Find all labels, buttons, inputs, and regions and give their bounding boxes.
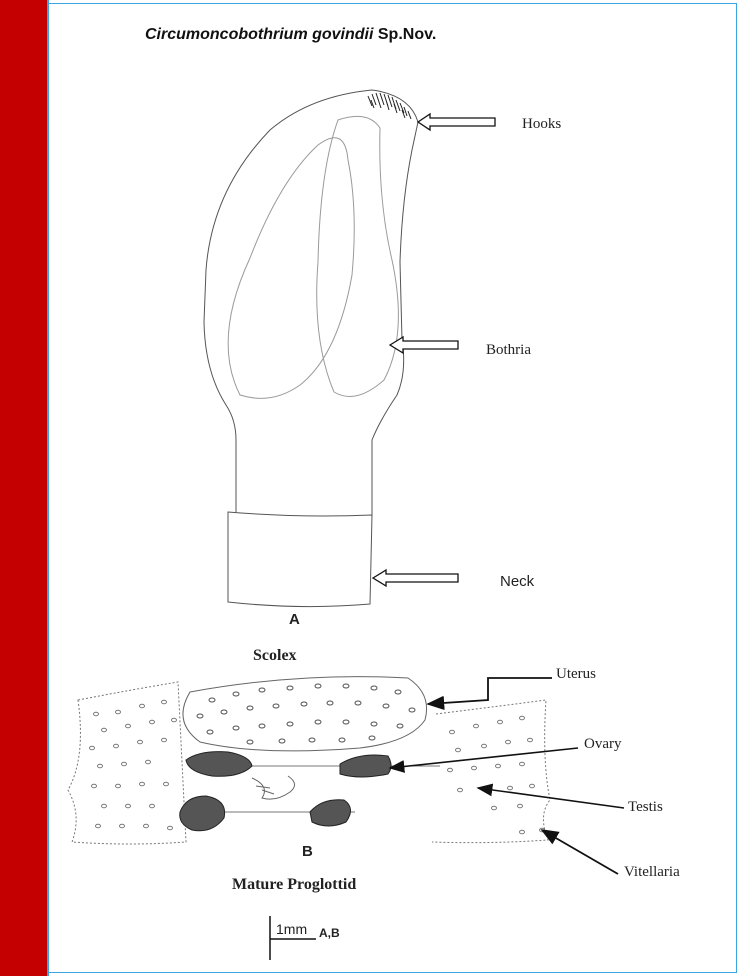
vitellaria-pointer [542, 830, 618, 874]
ovary-lobe-top-left [186, 752, 252, 777]
genital-center [252, 776, 295, 799]
neck-segment [228, 512, 372, 607]
bothria-arrow [390, 337, 458, 353]
label-bothria: Bothria [486, 342, 531, 359]
label-ovary: Ovary [584, 736, 622, 753]
ovary-lobe-bottom-right [310, 800, 351, 826]
scolex-drawing [204, 90, 418, 607]
hooks-cluster [368, 93, 411, 119]
ovary-pointer [390, 748, 578, 768]
panel-b-letter: B [302, 843, 313, 860]
scale-bar-panels: A,B [319, 926, 340, 940]
panel-a-letter: A [289, 611, 300, 628]
label-neck: Neck [500, 573, 534, 590]
scolex-outline [204, 90, 418, 515]
hooks-arrow [418, 114, 495, 130]
testis-pointer [478, 788, 624, 808]
bothrium-left [228, 138, 354, 399]
uterus-outline [183, 677, 427, 751]
label-hooks: Hooks [522, 116, 561, 133]
proglottid-drawing [68, 677, 550, 844]
bothrium-right [317, 116, 399, 396]
segment-left-outline [68, 682, 186, 844]
label-testis: Testis [628, 799, 663, 816]
panel-a-caption: Scolex [253, 647, 297, 665]
uterus-pointer [428, 678, 552, 704]
label-vitellaria: Vitellaria [624, 864, 680, 881]
panel-b-caption: Mature Proglottid [232, 876, 356, 894]
label-uterus: Uterus [556, 666, 596, 683]
ovary-lobe-bottom-left [180, 796, 225, 831]
ovary-lobe-top-right [340, 755, 391, 777]
ovary-lobes [180, 752, 391, 831]
neck-arrow [373, 570, 458, 586]
uterus-eggs [197, 684, 415, 744]
scale-bar-length: 1mm [276, 921, 307, 937]
